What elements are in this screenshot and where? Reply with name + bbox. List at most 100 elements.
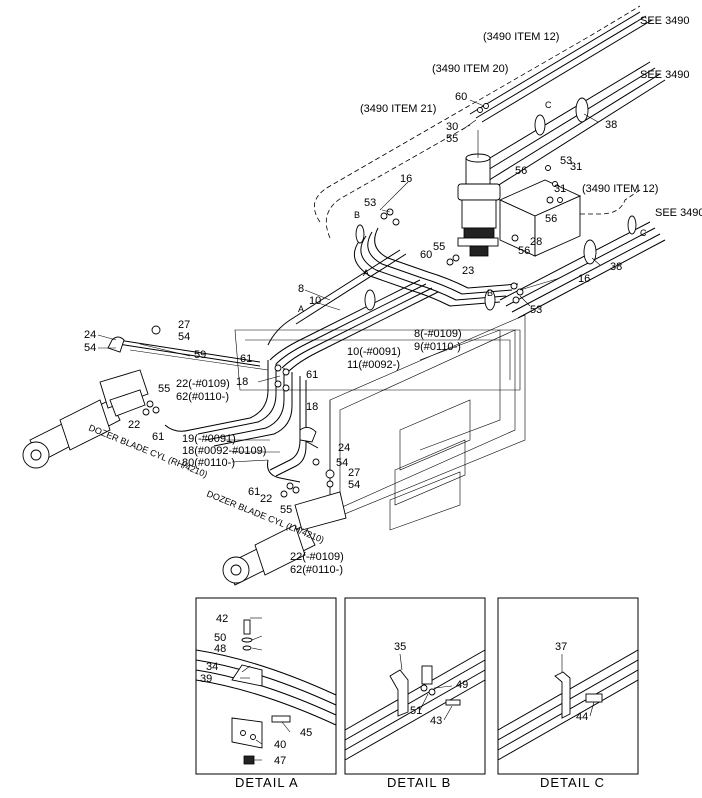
see-3490-right: SEE 3490 [655, 207, 702, 219]
callout-54-left: 54 [84, 342, 96, 354]
item12-right: (3490 ITEM 12) [582, 183, 658, 195]
leader-lines [97, 99, 601, 761]
detail-c-labels: 37 44 DETAIL C [540, 641, 604, 790]
clamps [355, 97, 637, 311]
callout-27-low: 27 [348, 467, 360, 479]
detail-a-label-50: 50 [214, 632, 226, 644]
letter-b-2: B [487, 288, 493, 298]
callout-23: 23 [462, 265, 474, 277]
see-3490-top: SEE 3490 [640, 15, 690, 27]
callout-55-low: 55 [280, 504, 292, 516]
callout-8-0109: 8(-#0109) [414, 328, 462, 340]
detail-a-label-47: 47 [274, 755, 286, 767]
item20: (3490 ITEM 20) [432, 63, 508, 75]
detail-a-label-40: 40 [274, 739, 286, 751]
callout-30: 30 [446, 121, 458, 133]
callout-24-left: 24 [84, 329, 96, 341]
valve-block [498, 179, 582, 257]
callout-22-0109-b: 22(-#0109) [290, 551, 344, 563]
callout-labels: 60 30 55 38 53 31 56 31 56 16 53 28 55 6… [84, 91, 647, 576]
detail-b-labels: 35 49 51 43 DETAIL B [387, 641, 468, 790]
detail-b-label-43: 43 [430, 715, 442, 727]
callout-56-a: 56 [515, 165, 527, 177]
center-swivel-joint [457, 130, 501, 257]
frame-outline [234, 314, 526, 531]
detail-a-label-42: 42 [216, 613, 228, 625]
callout-22-low: 22 [260, 493, 272, 505]
callout-54-low: 54 [336, 457, 348, 469]
reference-labels: SEE 3490 (3490 ITEM 12) SEE 3490 (3490 I… [360, 15, 702, 219]
callout-28: 28 [530, 236, 542, 248]
detail-a-labels: 42 50 48 34 39 45 40 47 DETAIL A [200, 613, 312, 790]
callout-38-top: 38 [605, 119, 617, 131]
callout-22-0109-a: 22(-#0109) [176, 378, 230, 390]
callout-18-0092: 18(#0092-#0109) [182, 445, 266, 457]
letter-c-2: C [640, 228, 647, 238]
callout-31-a: 31 [570, 161, 582, 173]
callout-53-left: 53 [364, 197, 376, 209]
detail-a-label-39: 39 [200, 673, 212, 685]
detail-c-label-44: 44 [576, 711, 588, 723]
callout-53-top: 53 [560, 155, 572, 167]
callout-59: 59 [194, 349, 206, 361]
callout-62-0110-b: 62(#0110-) [290, 564, 343, 576]
callout-56-mid: 56 [518, 245, 530, 257]
letter-a-2: A [363, 268, 369, 278]
letter-b-1: B [354, 210, 360, 220]
detail-c-label-37: 37 [555, 641, 567, 653]
callout-24-low: 24 [338, 442, 350, 454]
callout-61-low: 61 [248, 486, 260, 498]
callout-8: 8 [298, 283, 304, 295]
letter-a-1: A [298, 304, 304, 314]
callout-22-left: 22 [128, 419, 140, 431]
dozer-cylinder-lh [222, 427, 347, 586]
detail-a-caption: DETAIL A [235, 775, 299, 790]
callout-61-a: 61 [240, 353, 252, 365]
callout-16-right: 16 [578, 273, 590, 285]
fittings [114, 103, 563, 498]
callout-31-b: 31 [554, 183, 566, 195]
callout-54-left2: 54 [178, 331, 190, 343]
detail-b-label-49: 49 [456, 679, 468, 691]
callout-53-right: 53 [530, 304, 542, 316]
callout-18-a: 18 [236, 376, 248, 388]
callout-10: 10 [309, 295, 321, 307]
detail-c-box [497, 597, 639, 775]
detail-b-label-51: 51 [410, 705, 422, 717]
detail-a-label-45: 45 [300, 727, 312, 739]
detail-b-label-35: 35 [394, 641, 406, 653]
callout-27-left: 27 [178, 319, 190, 331]
callout-61-left: 61 [152, 431, 164, 443]
detail-a-label-34: 34 [206, 661, 218, 673]
callout-80-0110: 80(#0110-) [182, 457, 235, 469]
item12-top: (3490 ITEM 12) [483, 31, 559, 43]
callout-11-0092: 11(#0092-) [347, 359, 400, 371]
callout-60-top: 60 [455, 91, 467, 103]
callout-19-0091: 19(-#0091) [182, 433, 236, 445]
dozer-cylinder-rh [22, 325, 161, 469]
dashed-lines [313, 5, 641, 239]
callout-54-low2: 54 [348, 479, 360, 491]
detail-a-box [195, 597, 337, 775]
detail-b-caption: DETAIL B [387, 775, 451, 790]
upper-tube-bundle [469, 11, 666, 319]
item21: (3490 ITEM 21) [360, 103, 436, 115]
callout-61-b: 61 [306, 369, 318, 381]
callout-9-0110: 9(#0110-) [414, 341, 461, 353]
callout-55-left: 55 [158, 383, 170, 395]
callout-16-top: 16 [400, 173, 412, 185]
callout-56-b: 56 [545, 213, 557, 225]
callout-55-mid: 55 [433, 241, 445, 253]
callout-55-top: 55 [446, 133, 458, 145]
detail-b-box [344, 597, 486, 775]
callout-10-0091: 10(-#0091) [347, 346, 401, 358]
letter-c-1: C [545, 100, 552, 110]
see-3490-mid: SEE 3490 [640, 69, 690, 81]
callout-62-0110-a: 62(#0110-) [176, 391, 229, 403]
callout-38-right: 38 [610, 261, 622, 273]
callout-18-b: 18 [306, 401, 318, 413]
callout-60-mid: 60 [420, 249, 432, 261]
detail-a-label-48: 48 [214, 643, 226, 655]
